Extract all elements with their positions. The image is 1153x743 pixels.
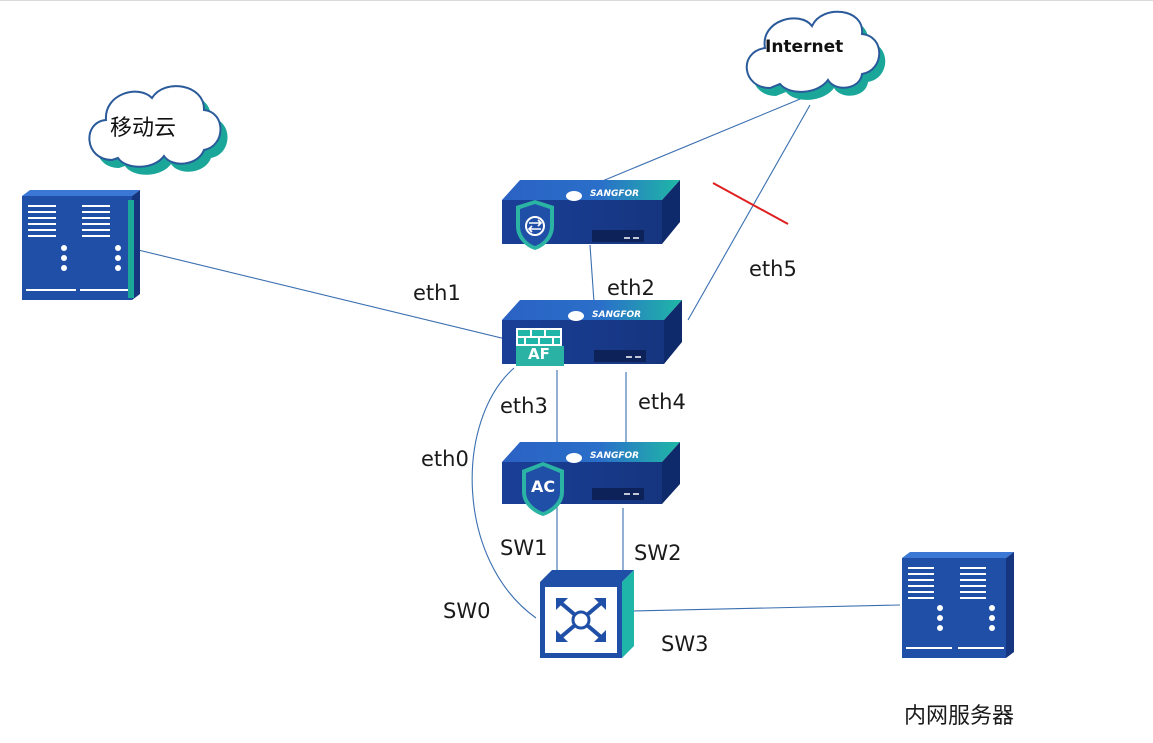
gateway-device-icon [502, 180, 680, 250]
eth3-label: eth3 [500, 394, 548, 418]
sw3-label: SW3 [661, 632, 709, 656]
af-badge-label: AF [528, 345, 550, 363]
firewall-icon [516, 328, 564, 366]
sw1-label: SW1 [500, 536, 548, 560]
ac-device-icon [502, 442, 680, 516]
link-eth0 [471, 367, 537, 619]
af-firewall-device-icon [502, 300, 682, 366]
eth5-label: eth5 [749, 257, 797, 281]
ac-shield-icon [522, 462, 564, 516]
eth0-label: eth0 [421, 447, 469, 471]
switch-icon [540, 570, 634, 658]
eth2-label: eth2 [607, 276, 655, 300]
mobile-cloud-icon [88, 85, 228, 175]
ac-brand-label: SANGFOR [590, 451, 640, 461]
intranet-server-icon [902, 552, 1014, 658]
sw2-label: SW2 [634, 541, 682, 565]
intranet-servers-label: 内网服务器 [904, 704, 1015, 729]
link-eth1 [129, 247, 511, 341]
internet-label: Internet [765, 37, 844, 57]
link-eth5 [687, 104, 811, 321]
mobile-cloud-label: 移动云 [110, 116, 177, 141]
server-icon [22, 190, 140, 300]
link-top-to-internet [599, 96, 806, 183]
link-eth2 [589, 244, 595, 303]
af-brand-label: SANGFOR [592, 310, 642, 320]
eth1-label: eth1 [413, 281, 461, 305]
internet-cloud-icon [745, 10, 886, 100]
link-sw3 [633, 604, 901, 612]
broken-link-mark [712, 182, 789, 225]
sw0-label: SW0 [443, 599, 491, 623]
shield-icon [516, 200, 554, 250]
gateway-brand-label: SANGFOR [590, 189, 640, 199]
top-border [0, 0, 1153, 1]
ac-badge-label: AC [531, 477, 556, 496]
eth4-label: eth4 [638, 390, 686, 414]
